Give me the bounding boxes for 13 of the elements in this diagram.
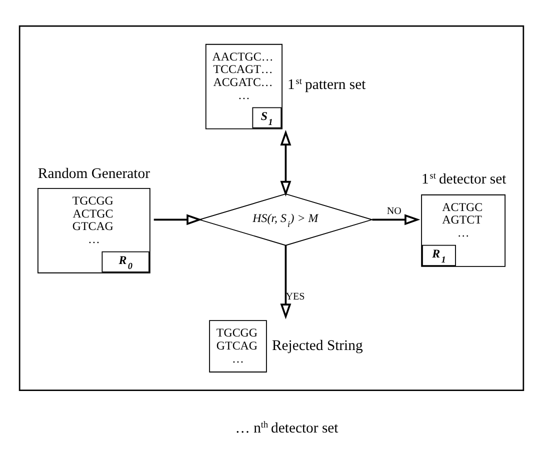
node-label: Rejected String [272, 338, 363, 354]
node-label: 1$^{st}$ pattern set [288, 76, 366, 94]
cluster [18, 25, 524, 392]
node-label: 1$^{st}$ detector set [422, 170, 506, 188]
node-diamond: HS(r, S$_{i}$) > M [198, 193, 374, 246]
node-label: Random Generator [38, 166, 150, 182]
arrow [154, 214, 202, 226]
arrow [280, 246, 292, 320]
edge-label: NO [386, 206, 402, 217]
label: … n$^{th}$ detector set [235, 419, 338, 436]
arrow [372, 214, 420, 226]
edge-label: YES [286, 291, 305, 302]
arrow [280, 130, 292, 197]
